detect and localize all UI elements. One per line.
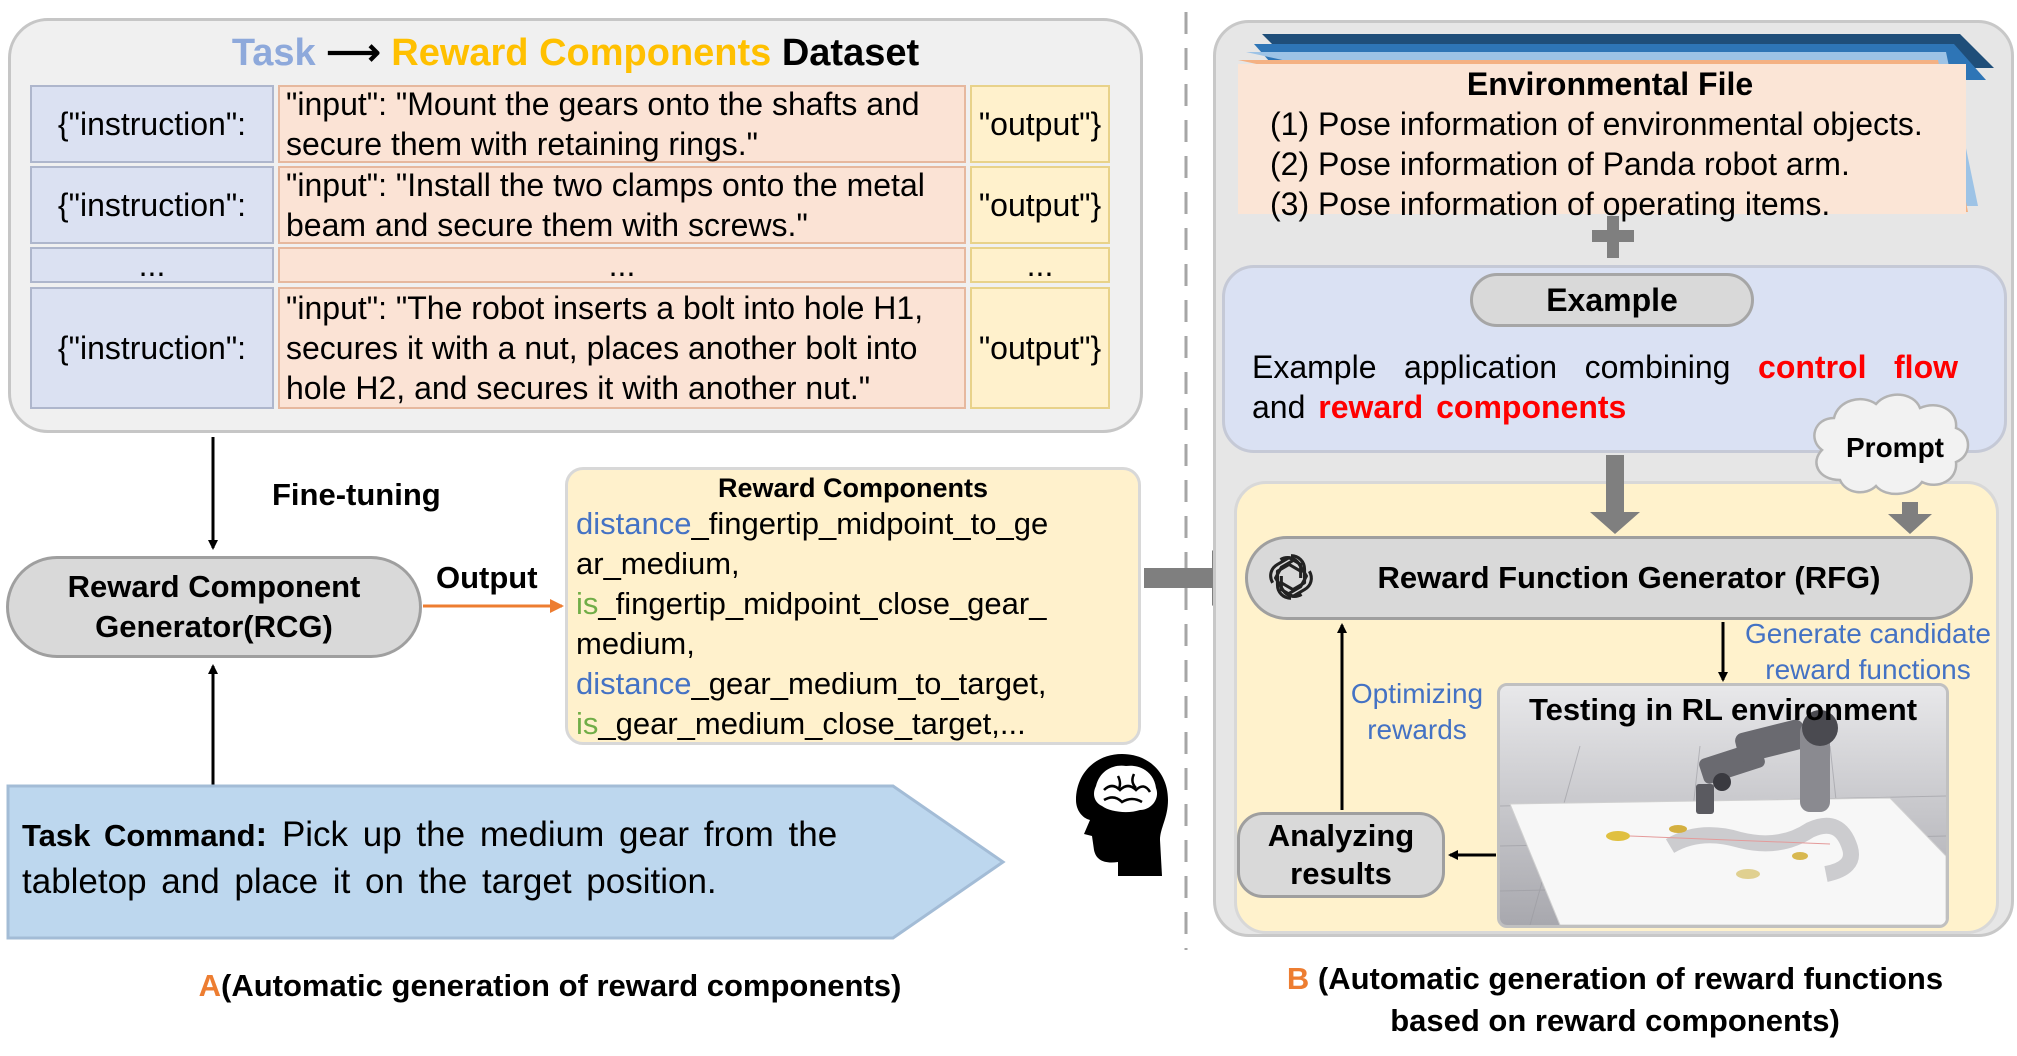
output-cell: "output"}: [970, 85, 1110, 163]
component-prefix: is: [576, 586, 599, 621]
reward-function-generator: Reward Function Generator (RFG): [1245, 536, 1973, 620]
component-prefix: distance: [576, 506, 692, 541]
prompt-label: Prompt: [1846, 432, 1944, 463]
component-line: medium,: [576, 624, 1130, 664]
generate-note-line2: reward functions: [1765, 654, 1971, 685]
task-command: Task Command: Pick up the medium gear fr…: [22, 812, 922, 905]
reward-components-box: Reward Components distance_fingertip_mid…: [565, 467, 1141, 745]
environment-file-title: Environmental File: [1466, 66, 1754, 102]
example-highlight-reward-components: reward components: [1318, 389, 1627, 425]
dataset-row: {"instruction": "input": "Install the tw…: [30, 166, 1110, 244]
component-rest: _gear_medium_close_target,...: [598, 706, 1026, 741]
task-command-colon: :: [255, 815, 268, 854]
optimizing-note-line2: rewards: [1367, 714, 1467, 745]
environment-item: (2) Pose information of Panda robot arm.: [1270, 146, 1850, 182]
output-cell: "output"}: [970, 166, 1110, 244]
input-cell: "input": "Install the two clamps onto th…: [278, 166, 966, 244]
caption-a-letter: A: [198, 968, 222, 1003]
caption-b-line2: based on reward components): [1390, 1003, 1840, 1038]
example-text-1: Example application combining: [1252, 349, 1731, 385]
reward-components-title: Reward Components: [717, 473, 989, 503]
input-cell: "input": "The robot inserts a bolt into …: [278, 287, 966, 409]
rl-scene-image: [1500, 686, 1946, 925]
title-task: Task: [231, 32, 316, 74]
fine-tuning-label: Fine-tuning: [272, 477, 441, 512]
output-cell: "output"}: [970, 287, 1110, 409]
component-prefix: distance: [576, 666, 692, 701]
optimizing-note-line1: Optimizing: [1350, 678, 1484, 709]
openai-icon: [1269, 554, 1313, 600]
instruction-cell: {"instruction":: [30, 166, 274, 244]
analyzing-line2: results: [1290, 856, 1392, 891]
generate-note-line1: Generate candidate: [1745, 618, 1991, 649]
example-label: Example: [1470, 273, 1754, 327]
example-text-2: and: [1252, 389, 1306, 425]
title-components: Reward Components: [391, 32, 772, 74]
instruction-cell: {"instruction":: [30, 85, 274, 163]
generate-note: Generate candidate reward functions: [1718, 616, 2017, 688]
component-rest: _fingertip_midpoint_close_gear_: [598, 586, 1047, 621]
output-cell: ...: [970, 247, 1110, 283]
dataset-title: Task ⟶ Reward Components Dataset: [8, 30, 1143, 75]
caption-b-text1: (Automatic generation of reward function…: [1317, 961, 1944, 996]
environment-file-text: Environmental File (1) Pose information …: [1240, 64, 1980, 224]
component-line: ar_medium,: [576, 544, 1130, 584]
example-highlight-control-flow: control flow: [1758, 349, 1959, 385]
dataset-row: {"instruction": "input": "The robot inse…: [30, 287, 1110, 409]
title-dataset: Dataset: [781, 32, 920, 74]
component-rest: medium,: [576, 626, 695, 661]
rcg-label-line2: Generator(RCG): [95, 609, 333, 644]
caption-b-letter: B: [1286, 961, 1310, 996]
task-command-text: Pick up the medium gear from the tableto…: [22, 815, 838, 901]
caption-a-text: (Automatic generation of reward componen…: [221, 968, 902, 1003]
dataset-row: {"instruction": "input": "Mount the gear…: [30, 85, 1110, 163]
component-rest: _gear_medium_to_target,: [691, 666, 1047, 701]
environment-item: (3) Pose information of operating items.: [1270, 186, 1831, 222]
example-description: Example application combining control fl…: [1252, 347, 1958, 427]
input-cell: ...: [278, 247, 966, 283]
caption-a: A(Automatic generation of reward compone…: [150, 968, 950, 1004]
optimizing-note: Optimizing rewards: [1342, 676, 1492, 748]
component-rest: ar_medium,: [576, 546, 740, 581]
testing-label: Testing in RL environment: [1528, 692, 1918, 727]
caption-b: B (Automatic generation of reward functi…: [1220, 958, 2010, 1042]
output-label: Output: [436, 560, 538, 595]
rcg-label-line1: Reward Component: [67, 569, 361, 604]
environment-item: (1) Pose information of environmental ob…: [1270, 106, 1923, 142]
instruction-cell: ...: [30, 247, 274, 283]
title-arrow: ⟶: [326, 32, 381, 74]
component-prefix: is: [576, 706, 599, 741]
caption-b-line1: B (Automatic generation of reward functi…: [1220, 958, 2010, 1000]
component-line: distance_gear_medium_to_target,: [576, 664, 1130, 704]
analyzing-line1: Analyzing: [1267, 818, 1415, 853]
reward-component-generator: Reward Component Generator(RCG): [6, 556, 422, 658]
rl-environment-render: [1497, 683, 1949, 928]
analyzing-results: Analyzing results: [1237, 812, 1445, 898]
environment-file-icon: [1238, 34, 1994, 258]
instruction-cell: {"instruction":: [30, 287, 274, 409]
component-line: distance_fingertip_midpoint_to_ge: [576, 504, 1130, 544]
task-command-label: Task Command: [22, 818, 256, 853]
input-cell: "input": "Mount the gears onto the shaft…: [278, 85, 966, 163]
dataset-row-ellipsis: ... ... ...: [30, 247, 1110, 283]
component-rest: _fingertip_midpoint_to_ge: [691, 506, 1049, 541]
component-line: is_fingertip_midpoint_close_gear_: [576, 584, 1130, 624]
component-line: is_gear_medium_close_target,...: [576, 704, 1130, 744]
